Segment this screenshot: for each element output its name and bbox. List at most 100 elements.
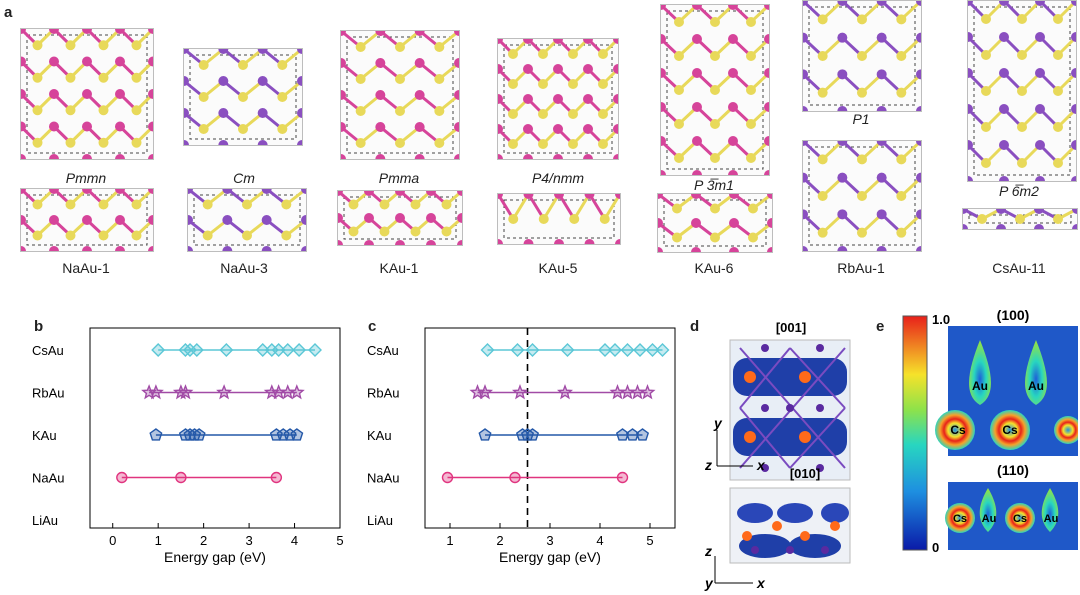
x-axis-label: Energy gap (eV) xyxy=(164,549,266,565)
structure-side-view-4 xyxy=(497,193,621,245)
data-point xyxy=(598,343,612,357)
compound-label: RbAu-1 xyxy=(837,260,885,276)
x-axis-label: Energy gap (eV) xyxy=(499,549,601,565)
panel-c-label: c xyxy=(368,318,377,335)
data-point xyxy=(270,471,283,484)
data-point xyxy=(645,343,660,357)
structure-side-view-2 xyxy=(187,188,307,252)
structure-side-view-1 xyxy=(20,188,154,252)
map-110: Cs Au Cs Au xyxy=(945,482,1078,550)
data-point xyxy=(609,384,626,400)
structure-side-view-5 xyxy=(657,193,773,253)
space-group-label: P4/nmm xyxy=(531,170,585,186)
data-point xyxy=(620,343,635,357)
map-100: Au Au Cs Cs xyxy=(935,326,1078,456)
panel-d-axis-x1: x xyxy=(756,457,766,473)
map-100-au-label-2: Au xyxy=(1028,379,1044,393)
data-point xyxy=(616,471,629,484)
panel-d-label: d xyxy=(690,318,700,335)
compound-label: NaAu-3 xyxy=(220,260,268,276)
panel-d-charge-density: [001] y z x [010] z y x xyxy=(704,320,851,591)
category-label: NaAu xyxy=(367,471,400,486)
data-point xyxy=(655,343,670,357)
colorbar xyxy=(902,315,928,551)
data-point xyxy=(510,343,525,357)
category-label: CsAu xyxy=(32,343,64,358)
data-point xyxy=(635,428,650,441)
series-NaAu xyxy=(441,471,629,484)
data-point xyxy=(219,343,234,357)
x-tick-label: 1 xyxy=(155,533,162,548)
data-point xyxy=(556,384,574,400)
data-point xyxy=(178,343,193,357)
structure-top-view-6 xyxy=(802,0,922,112)
series-CsAu xyxy=(151,343,322,357)
x-tick-label: 4 xyxy=(291,533,298,548)
data-point xyxy=(149,428,163,441)
map-110-cs-label-1: Cs xyxy=(953,513,967,525)
x-tick-label: 4 xyxy=(596,533,603,548)
map-100-cs-label-2: Cs xyxy=(1002,423,1018,437)
data-point xyxy=(525,343,540,357)
x-tick-label: 5 xyxy=(336,533,343,548)
panel-d-axis-y2: y xyxy=(704,575,714,591)
structure-side-view-6 xyxy=(802,140,922,252)
series-RbAu xyxy=(141,384,305,400)
data-point xyxy=(608,343,622,357)
plot-frame xyxy=(89,327,341,529)
panel-e-elf-maps: 1.0 0 (100) Au Au Cs Cs (110) Cs Au Cs A… xyxy=(902,310,1078,555)
colorbar-max-label: 1.0 xyxy=(932,312,950,327)
x-tick-label: 1 xyxy=(446,533,453,548)
data-point xyxy=(476,384,494,400)
structure-top-view-5 xyxy=(660,4,770,176)
structure-top-view-3 xyxy=(340,30,460,160)
data-point xyxy=(292,343,307,357)
data-point xyxy=(629,384,646,400)
x-tick-label: 2 xyxy=(496,533,503,548)
data-point xyxy=(633,343,647,357)
series-KAu xyxy=(478,428,650,441)
data-point xyxy=(192,428,206,441)
data-point xyxy=(271,343,286,357)
map-100-au-label-1: Au xyxy=(972,379,988,393)
category-label: LiAu xyxy=(32,513,58,528)
map-100-cs-label-1: Cs xyxy=(950,423,966,437)
x-tick-label: 2 xyxy=(200,533,207,548)
data-point xyxy=(255,343,270,357)
data-point xyxy=(308,343,322,357)
compound-label: KAu-5 xyxy=(538,260,578,276)
panel-b-label: b xyxy=(34,318,44,335)
panel-d-axis-z2: z xyxy=(704,543,712,559)
data-point xyxy=(560,343,575,357)
map-110-cs-label-2: Cs xyxy=(1013,513,1027,525)
series-NaAu xyxy=(116,471,283,484)
panel-d-top-title: [001] xyxy=(776,320,806,335)
data-point xyxy=(619,384,636,400)
data-point xyxy=(625,428,640,441)
data-point xyxy=(177,384,194,400)
structure-top-view-4 xyxy=(497,38,619,160)
plot-frame xyxy=(424,327,676,529)
data-point xyxy=(511,384,529,400)
structure-side-view-3 xyxy=(337,190,463,246)
category-label: RbAu xyxy=(367,386,400,401)
compound-label: KAu-6 xyxy=(694,260,734,276)
category-label: RbAu xyxy=(32,386,65,401)
space-group-label: P 6̅m2 xyxy=(999,183,1039,199)
data-point xyxy=(478,428,492,441)
data-point xyxy=(509,471,521,484)
data-point xyxy=(290,428,304,441)
space-group-label: P1 xyxy=(852,111,870,127)
space-group-label: Cm xyxy=(233,170,255,186)
panel-d-bottom-map xyxy=(729,487,851,564)
data-point xyxy=(615,428,630,441)
data-point xyxy=(216,384,233,400)
data-point xyxy=(441,471,454,484)
data-point xyxy=(189,343,204,357)
data-point xyxy=(151,343,166,357)
data-point xyxy=(480,343,495,357)
x-tick-label: 3 xyxy=(546,533,553,548)
data-point xyxy=(525,428,540,441)
